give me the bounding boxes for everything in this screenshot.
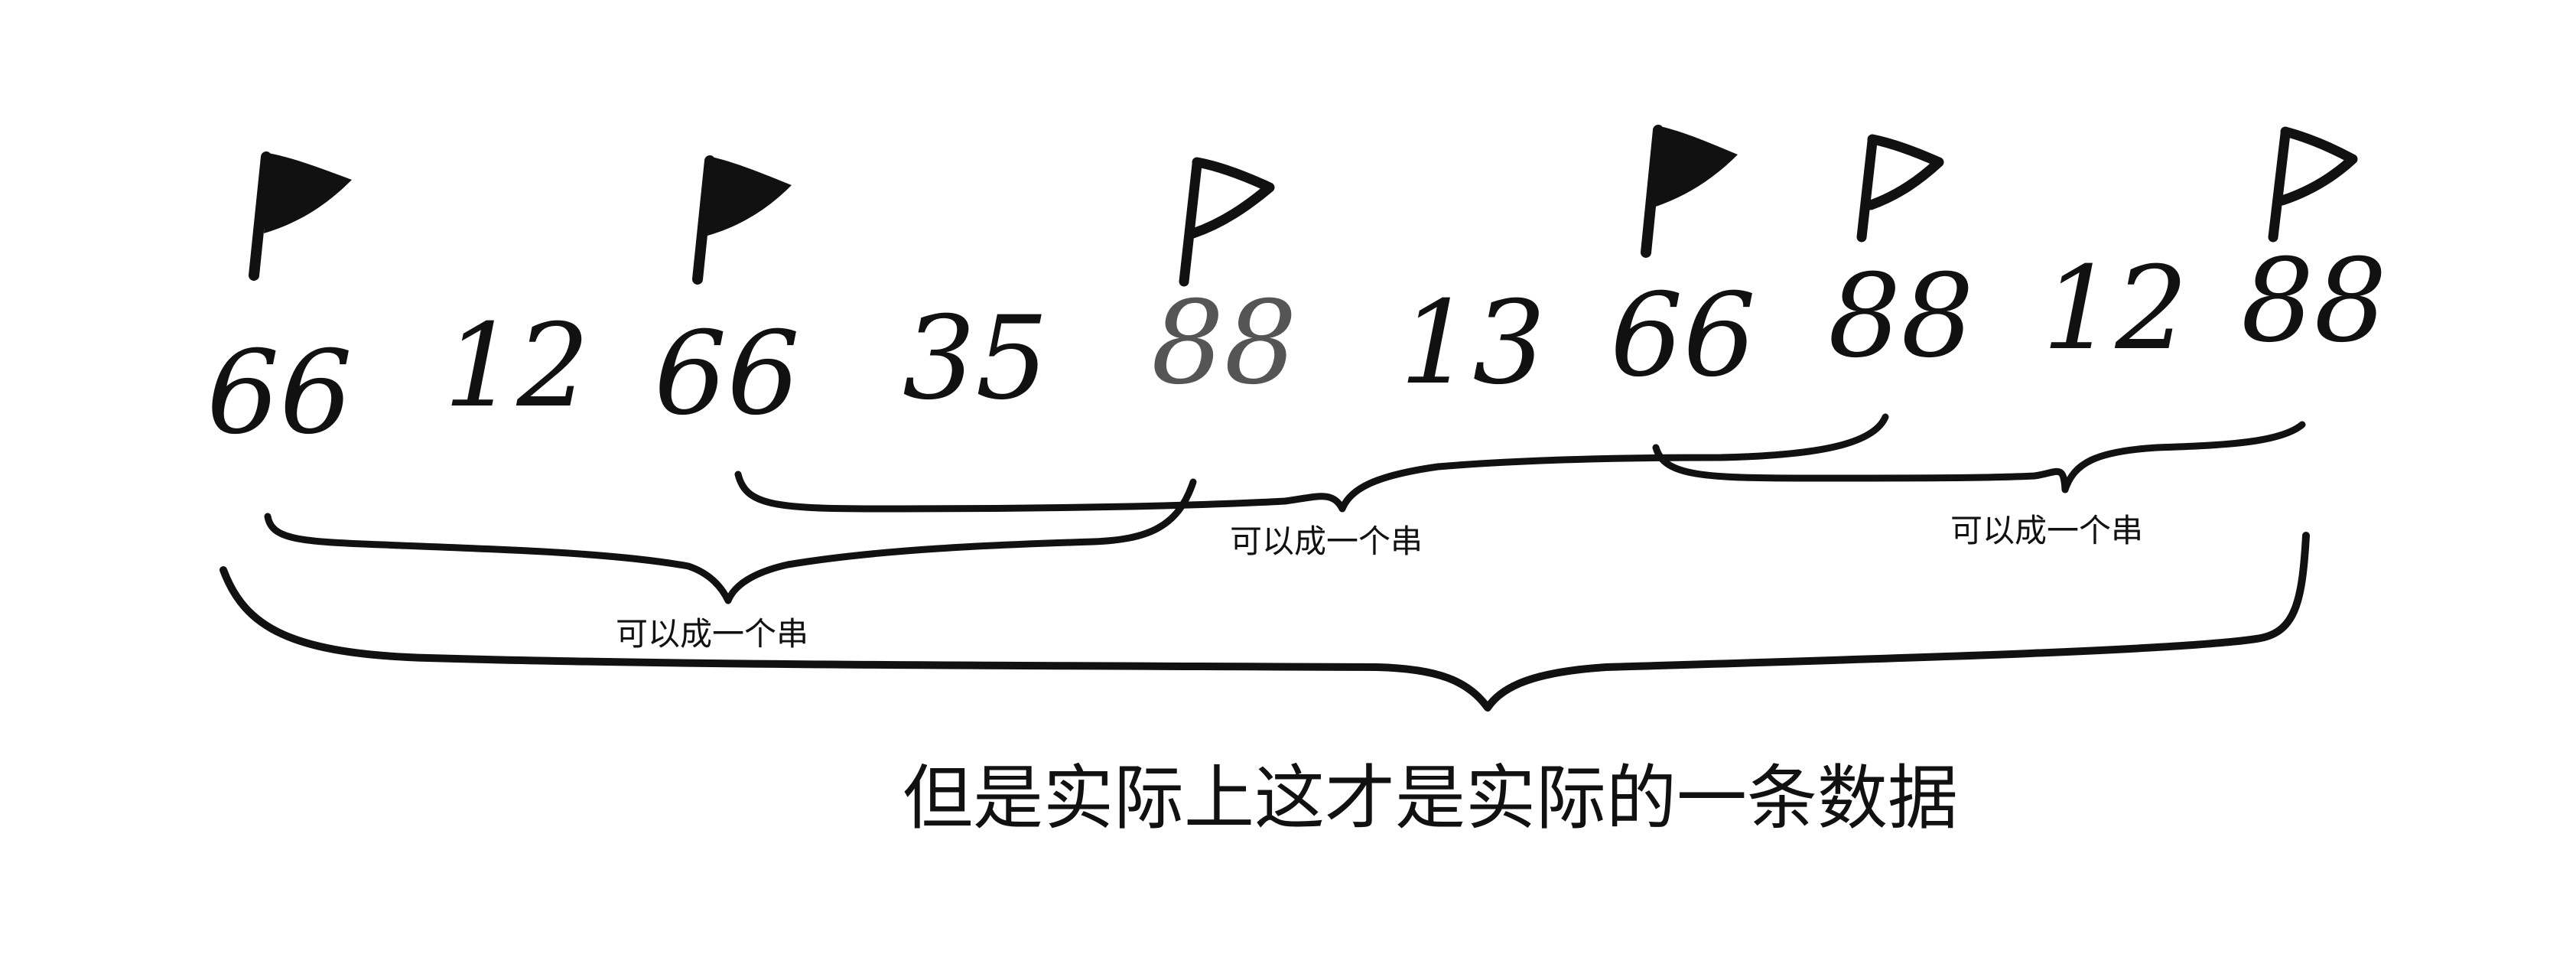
brace-second-segment: [734, 413, 1889, 513]
flag-7: [1856, 134, 1944, 243]
brace-first-segment: [264, 478, 1197, 604]
sequence-item-5: 13: [1400, 277, 1546, 410]
sequence-item-6: 66: [1610, 269, 1756, 402]
brace-label-third: 可以成一个串: [1950, 512, 2143, 549]
sequence-item-8: 12: [2042, 243, 2188, 376]
sequence-item-7: 88: [1828, 250, 1974, 383]
sequence-item-1: 12: [444, 300, 590, 433]
flag-9: [2268, 126, 2358, 243]
sequence-item-3: 35: [903, 292, 1049, 425]
sequence-item-2: 66: [654, 308, 800, 441]
flag-6: [1641, 125, 1738, 258]
sequence-item-0: 66: [207, 327, 353, 460]
flag-4: [1179, 157, 1275, 287]
brace-whole-data: [220, 532, 2310, 712]
caption: 但是实际上这才是实际的一条数据: [903, 757, 1958, 839]
brace-third-segment: [1652, 421, 2306, 493]
flag-0: [249, 151, 352, 281]
brace-label-second: 可以成一个串: [1230, 523, 1423, 560]
flag-2: [692, 155, 792, 285]
sequence-item-9: 88: [2241, 235, 2387, 368]
brace-label-first: 可以成一个串: [616, 615, 808, 653]
sequence-item-4: 88: [1151, 277, 1297, 410]
